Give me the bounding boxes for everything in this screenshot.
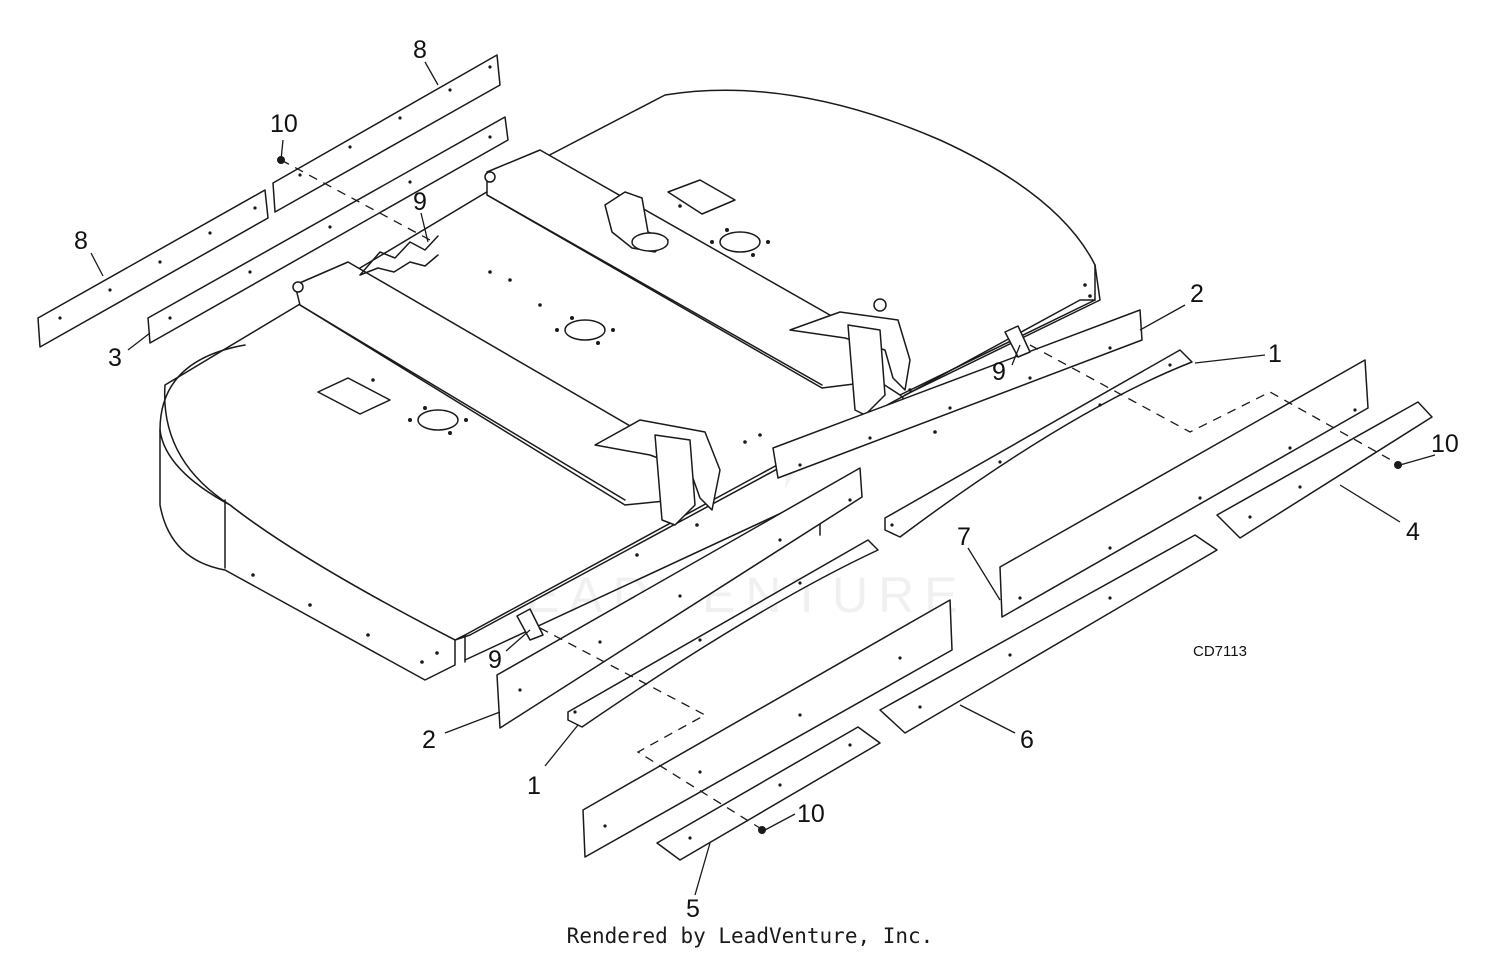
callout-8-lower: 8 xyxy=(74,227,88,255)
callout-6: 6 xyxy=(1020,726,1034,754)
callout-2-lower: 2 xyxy=(422,726,436,754)
callout-9-right: 9 xyxy=(992,358,1006,386)
spindle-hole-center xyxy=(564,319,606,341)
part-1-lower-bar xyxy=(567,539,879,728)
callout-1-upper: 1 xyxy=(1268,340,1282,368)
callout-9-top: 9 xyxy=(413,188,427,216)
part-10-angle-right xyxy=(1216,401,1433,539)
callouts: 8 8 10 9 3 2 1 9 10 4 7 9 2 1 6 10 5 xyxy=(74,36,1459,920)
inspection-hatch-rear xyxy=(667,179,736,215)
part-7-plate xyxy=(582,599,953,858)
callout-1-lower: 1 xyxy=(527,772,541,800)
callout-4: 4 xyxy=(1406,518,1420,546)
callout-10-top: 10 xyxy=(270,110,298,138)
callout-10-right: 10 xyxy=(1431,430,1459,458)
footer-credit: Rendered by LeadVenture, Inc. xyxy=(566,924,934,948)
deck-cutaway-edge xyxy=(359,235,439,276)
callout-9-lower: 9 xyxy=(488,646,502,674)
callout-7: 7 xyxy=(957,523,971,551)
part-6-angle xyxy=(879,534,1218,734)
deck-skirt xyxy=(159,429,456,681)
part-10-fastener-lower xyxy=(758,826,766,834)
spindle-bolts xyxy=(408,228,770,435)
part-2-lower-plate xyxy=(496,467,863,729)
callout-2-upper: 2 xyxy=(1190,280,1204,308)
rear-shield-bolts xyxy=(58,65,492,320)
spindle-hole-rear xyxy=(719,231,761,253)
exploded-parts-diagram: LEADVENTURE xyxy=(37,36,1459,920)
beam-gusset-rear-plate xyxy=(847,324,886,416)
callout-10-lower: 10 xyxy=(797,800,825,828)
beam-gusset-front-plate xyxy=(654,434,696,526)
part-8-lower-strip xyxy=(37,189,269,348)
part-9-clip-upper xyxy=(1004,325,1031,358)
part-8-upper-strip xyxy=(272,54,501,213)
inspection-hatch-front xyxy=(317,377,391,415)
part-3-plate xyxy=(147,116,509,344)
front-shields xyxy=(496,309,1433,861)
mower-deck xyxy=(159,89,1101,681)
callout-3: 3 xyxy=(108,344,122,372)
callout-5: 5 xyxy=(686,895,700,920)
hitch-plate xyxy=(631,232,669,252)
front-shield-bolts xyxy=(518,346,1357,840)
part-9-clip-lower xyxy=(516,608,544,641)
leader-lines xyxy=(90,61,1436,896)
drawing-code: CD7113 xyxy=(1193,643,1247,660)
part-1-upper-bar xyxy=(884,349,1193,538)
part-5-angle xyxy=(656,726,881,861)
part-4-plate xyxy=(999,359,1369,618)
callout-8-upper: 8 xyxy=(413,36,427,64)
deck-rear-side xyxy=(904,264,1101,396)
spindle-hole-front xyxy=(417,409,459,431)
deck-rear-surface xyxy=(539,89,1096,396)
part-10-fastener-right xyxy=(1394,461,1402,469)
rear-shields xyxy=(37,54,509,348)
